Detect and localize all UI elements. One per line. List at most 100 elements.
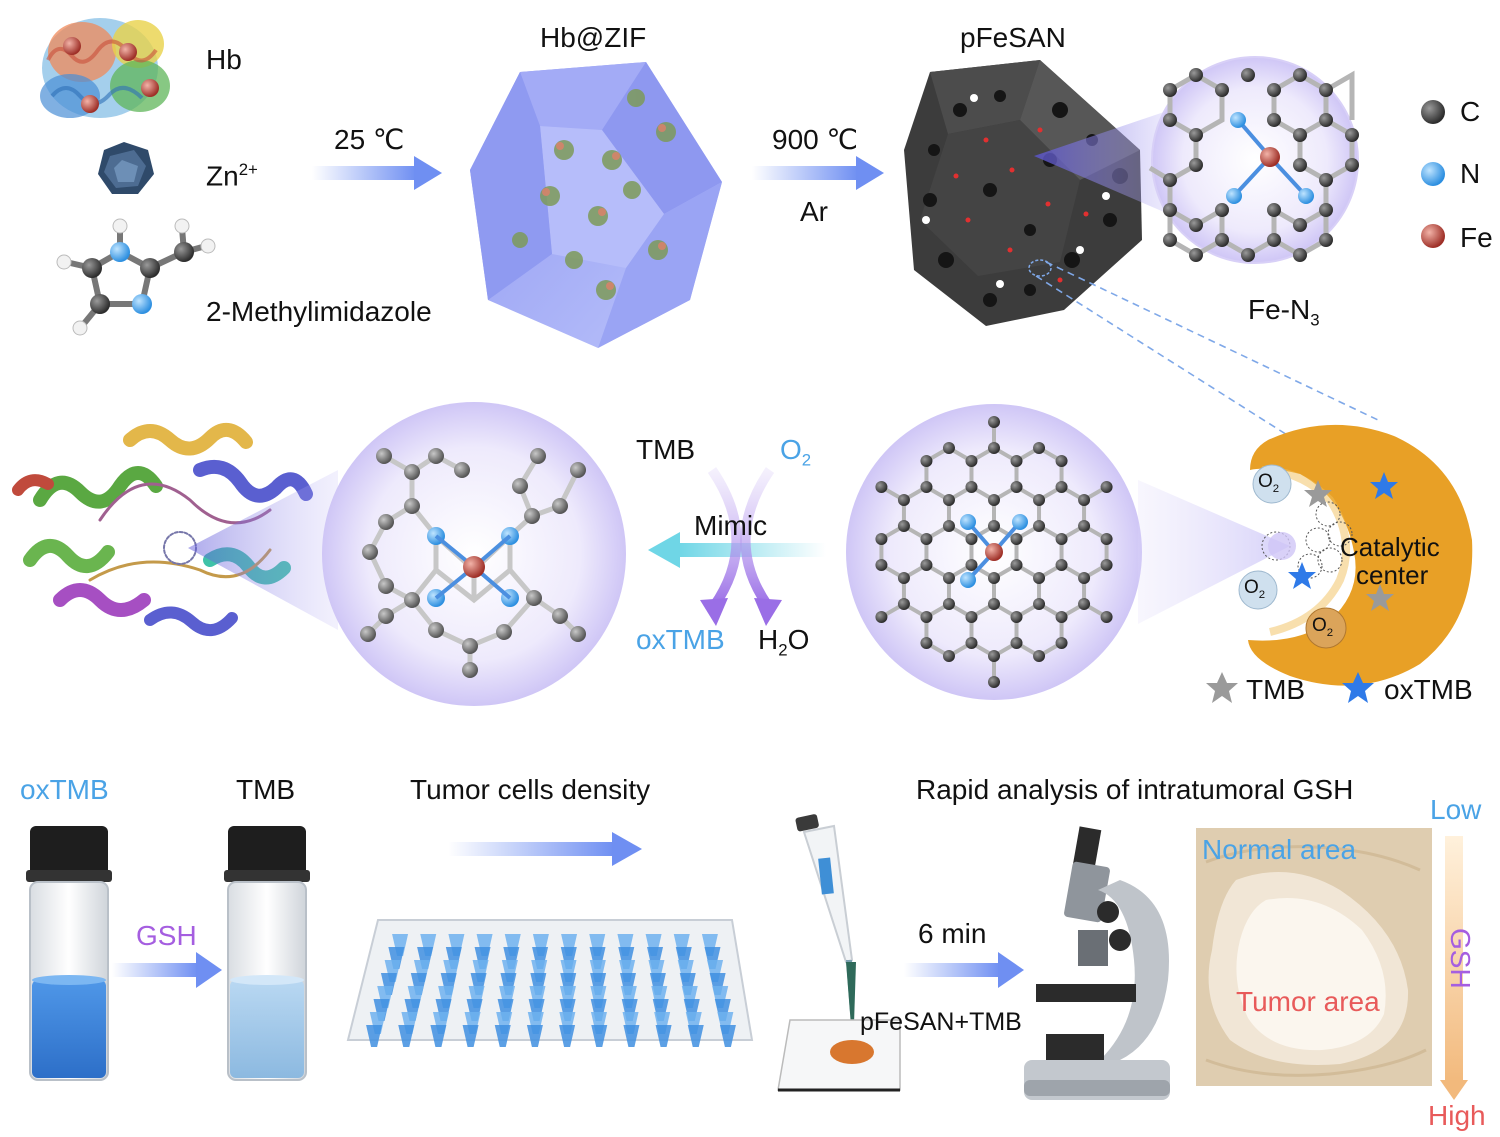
graphene-carbon-atom [988,416,1000,428]
hbzif-crystal [470,62,722,348]
label-fen3-sub: 3 [1310,310,1320,330]
fen3-iron-atom [1260,147,1280,167]
graphene-carbon-atom [1010,481,1023,493]
well-tube [526,1025,543,1047]
graphene-carbon-atom [1055,637,1068,649]
legend-label-carbon: C [1460,96,1481,127]
label-step2-gas: Ar [800,196,828,227]
legend-iron-ball [1421,224,1445,248]
graphene-carbon-atom [920,637,933,649]
arrow-pyrolysis [752,156,884,190]
graphene-carbon-atom [897,598,910,610]
graphene-carbon-atom [942,572,955,584]
label-density: Tumor cells density [410,774,651,805]
graphene-carbon-atom [942,650,955,662]
heme-zoom-sphere [322,402,626,706]
label-h2o-sub: 2 [778,640,788,660]
label-tumor-area: Tumor area [1236,986,1380,1017]
bubble-label-o2-2-main: O [1244,577,1259,598]
bubble-label-o2-3-sub: 2 [1326,626,1334,639]
gsh-scale-bar [1440,836,1468,1100]
label-o2-reactant: O2 [780,436,811,469]
graphene-carbon-atom [988,676,1000,688]
graphene-carbon-atom [1010,559,1023,571]
graphene-carbon-atom [875,611,888,623]
label-scale-gsh: GSH [1445,928,1476,989]
label-h2o-product: H2O [758,626,809,659]
graphene-carbon-atom [1033,572,1046,584]
well-tube [494,1025,511,1047]
label-tmb-reactant: TMB [636,434,696,465]
graphene-carbon-atom [1055,559,1068,571]
bubble-label-o2-3-main: O [1312,615,1327,636]
well-tube [462,1025,479,1047]
graphene-carbon-atom [1100,611,1113,623]
label-scale-high: High [1428,1100,1486,1131]
label-oxtmb-product: oxTMB [636,624,725,655]
label-step2-temp: 900 ℃ [772,124,858,155]
graphene-carbon-atom [988,650,1000,662]
graphene-carbon-atom [1100,559,1113,571]
catalytic-bubbles [1238,464,1347,649]
label-rapid-analysis: Rapid analysis of intratumoral GSH [916,774,1354,805]
label-vial-oxtmb: oxTMB [20,774,109,805]
methylimidazole-molecule [56,218,216,336]
graphene-carbon-atom [1033,442,1046,454]
graphene-carbon-atom [920,533,933,545]
graphene-carbon-atom [1033,650,1046,662]
label-o2-sub: 2 [801,450,812,470]
arrow-synthesis [312,156,442,190]
graphene-carbon-atom [920,481,933,493]
label-methylimidazole: 2-Methylimidazole [206,296,432,327]
graphene-carbon-atom [1055,455,1068,467]
graphene-carbon-atom [988,598,1000,610]
label-normal-area: Normal area [1202,834,1357,865]
arrow-density [448,832,642,866]
label-zn: Zn2+ [206,161,258,190]
graphene-carbon-atom [1010,611,1023,623]
graphene-carbon-atom [942,442,955,454]
label-hb: Hb [206,44,242,75]
heme-protein-ribbon [12,423,313,636]
graphene-carbon-atom [875,481,888,493]
label-o2-main: O [780,434,802,465]
legend-label-iron: Fe [1460,222,1493,253]
graphene-carbon-atom [1055,533,1068,545]
microscope [1024,826,1170,1100]
graphene-carbon-atom [1100,533,1113,545]
well-tube [398,1025,415,1047]
legend-label-tmb: TMB [1246,674,1306,705]
zn-polyhedron [98,142,154,194]
graphene-carbon-atom [942,520,955,532]
mimic-arrow [648,532,826,568]
graphene-carbon-atom [988,572,1000,584]
graphene-carbon-atom [1078,520,1091,532]
vial-tmb [224,826,310,1081]
well-tube [623,1025,640,1047]
zoom-beam-heme [188,470,338,630]
label-step1-temp: 25 ℃ [334,124,405,155]
bubble-label-o2-1-sub: 2 [1272,482,1280,495]
fesan-zoom-sphere [846,404,1142,700]
well-tube [559,1025,576,1047]
pfesan-particle [904,60,1142,326]
well-tube [366,1025,383,1047]
graphene-carbon-atom [965,559,978,571]
atom-legend [1421,100,1445,248]
graphene-carbon-atom [920,559,933,571]
label-fen3-main: Fe-N [1248,294,1311,325]
label-time: 6 min [918,918,987,949]
bubble-label-o2-3: O2 [1312,616,1333,639]
label-mimic: Mimic [694,510,768,541]
graphene-carbon-atom [897,520,910,532]
well-tube [430,1025,447,1047]
hb-protein [40,18,170,118]
arrow-gsh [112,952,222,988]
label-catalytic-1: Catalytic [1340,532,1440,562]
graphene-carbon-atom [988,494,1000,506]
label-hbzif: Hb@ZIF [540,22,647,53]
graphene-carbon-atom [965,637,978,649]
zoom-beam-catalytic [1138,480,1290,624]
fen3-nitrogen-atoms [1226,112,1314,204]
